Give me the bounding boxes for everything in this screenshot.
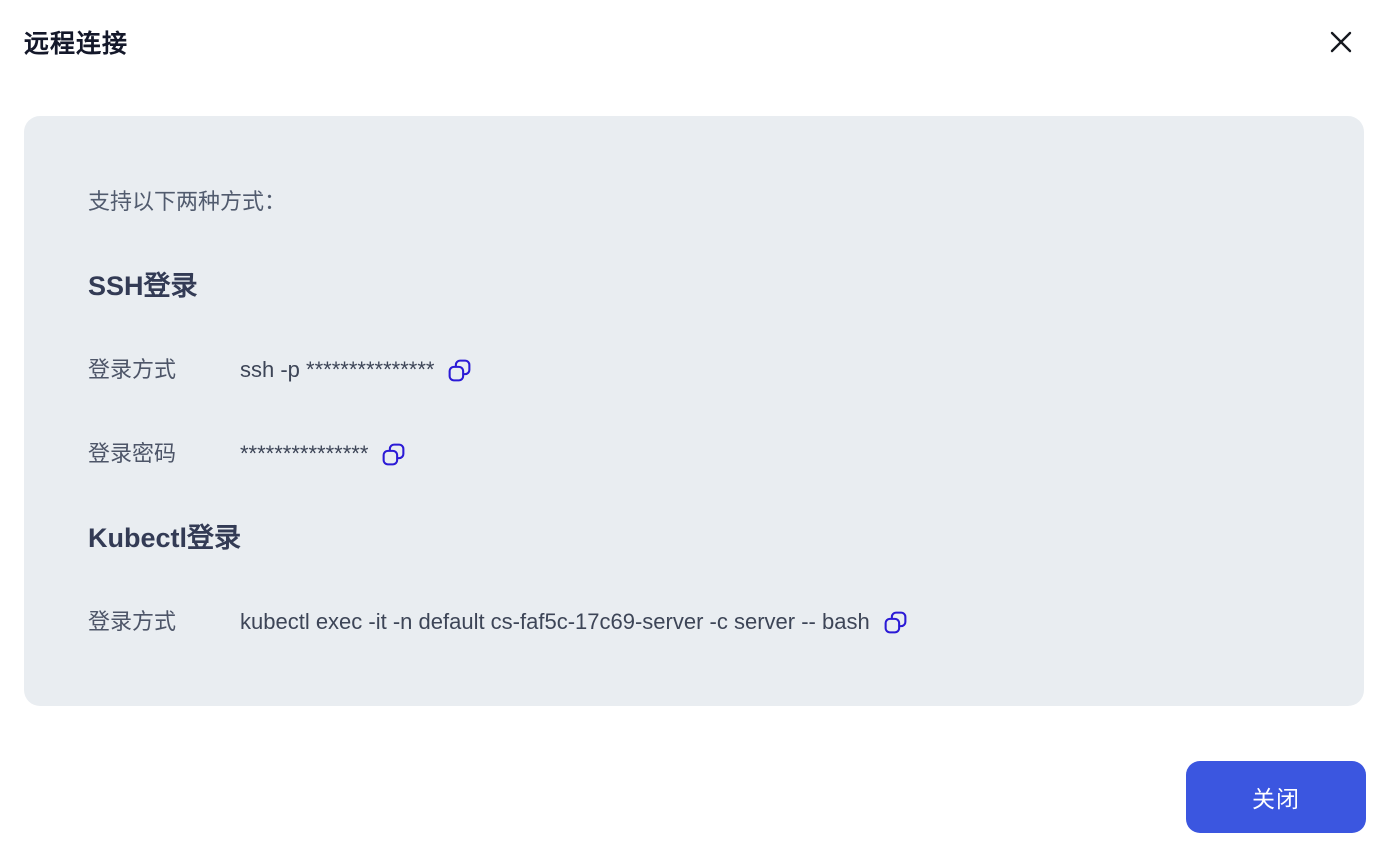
x-icon [1328, 29, 1354, 55]
copy-icon [882, 609, 909, 636]
kubectl-command-value: kubectl exec -it -n default cs-faf5c-17c… [240, 609, 870, 634]
intro-text: 支持以下两种方式： [88, 189, 287, 214]
field-label: 登录密码 [88, 441, 177, 466]
copy-ssh-command-button[interactable] [446, 357, 473, 384]
copy-icon [380, 441, 407, 468]
copy-icon [446, 357, 473, 384]
field-label: 登录方式 [88, 357, 177, 382]
copy-kubectl-command-button[interactable] [882, 609, 909, 636]
ssh-command-value: ssh -p *************** [240, 357, 435, 382]
connection-info-panel: 支持以下两种方式： SSH登录 登录方式 ssh -p ************… [24, 116, 1364, 706]
dialog-footer: 关闭 [1186, 761, 1366, 833]
section-heading-ssh: SSH登录 [88, 271, 198, 301]
ssh-password-row: 登录密码 *************** [88, 439, 1300, 469]
ssh-password-value: *************** [240, 441, 369, 466]
section-heading-kubectl: Kubectl登录 [88, 523, 242, 553]
dialog-title: 远程连接 [24, 30, 129, 58]
dialog-header: 远程连接 [24, 24, 1356, 60]
close-dialog-button[interactable] [1326, 27, 1356, 57]
field-label: 登录方式 [88, 609, 177, 634]
copy-ssh-password-button[interactable] [380, 441, 407, 468]
ssh-login-method-row: 登录方式 ssh -p *************** [88, 355, 1300, 385]
close-button[interactable]: 关闭 [1186, 761, 1366, 833]
kubectl-login-method-row: 登录方式 kubectl exec -it -n default cs-faf5… [88, 607, 1300, 637]
